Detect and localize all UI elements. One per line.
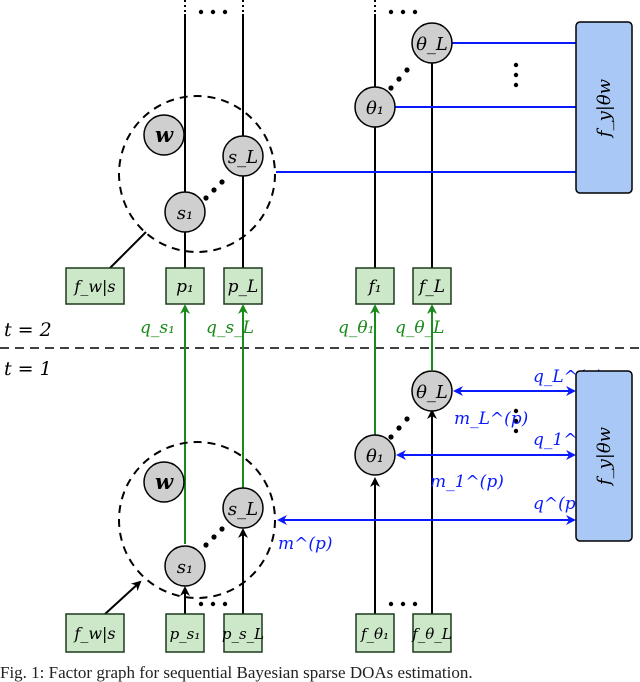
bottom-node-theta1: θ₁: [354, 434, 396, 476]
bottom-factor-fws: f_w|s: [65, 613, 125, 653]
top-factor-fws: f_w|s: [65, 267, 125, 305]
bottom-prior-arrows: [104, 409, 437, 615]
svg-text:θ₁: θ₁: [366, 446, 384, 467]
top-blue-edges: [276, 42, 576, 173]
svg-text:s_L: s_L: [228, 499, 258, 520]
top-ellipsis-dots: [198, 9, 418, 15]
bottom-factor-psL: p_s_L: [222, 613, 264, 653]
svg-text:p_s_L: p_s_L: [222, 625, 264, 643]
bottom-blue-message-arrows: [277, 386, 576, 525]
svg-text:q^(p): q^(p): [533, 494, 582, 514]
bottom-blue-message-labels: q_L^(p) m_L^(p) q_1^(p) m_1^(p) q^(p) m^…: [278, 367, 602, 554]
top-vertical-edges: [184, 14, 433, 270]
svg-text:s_L: s_L: [228, 147, 258, 168]
svg-text:θ₁: θ₁: [366, 98, 384, 119]
bottom-node-s1: s₁: [164, 545, 206, 587]
svg-text:s₁: s₁: [177, 557, 193, 578]
svg-text:f_θ_L: f_θ_L: [411, 625, 452, 643]
svg-text:f_w|s: f_w|s: [73, 624, 115, 643]
top-node-thetaL: θ_L: [411, 22, 453, 64]
bottom-node-w: w: [143, 461, 185, 503]
svg-text:p₁: p₁: [176, 277, 194, 297]
svg-text:q_s_L: q_s_L: [206, 318, 254, 338]
top-diagonal-dots: [203, 67, 410, 201]
top-factor-f1: f₁: [355, 267, 395, 305]
top-group-to-fws-edge: [109, 231, 147, 269]
bottom-blue-ellipsis: [513, 408, 519, 434]
svg-text:q_θ_L: q_θ_L: [395, 318, 444, 338]
bottom-s-group-circle: [118, 441, 276, 599]
bottom-prior-ellipsis: [198, 601, 418, 607]
svg-text:θ_L: θ_L: [416, 382, 448, 403]
svg-text:q_θ₁: q_θ₁: [338, 318, 374, 338]
top-factor-pL: p_L: [223, 267, 263, 305]
top-node-s1: s₁: [164, 191, 206, 233]
top-factor-fL: f_L: [412, 267, 452, 305]
svg-text:f₁: f₁: [366, 277, 381, 297]
svg-text:q_s₁: q_s₁: [140, 318, 175, 338]
bottom-factor-fthL: f_θ_L: [411, 613, 452, 653]
top-node-w: w: [143, 114, 185, 156]
svg-text:p_s₁: p_s₁: [170, 625, 201, 643]
svg-text:p_L: p_L: [228, 277, 259, 297]
top-node-sL: s_L: [222, 135, 264, 177]
svg-text:f_y|θw: f_y|θw: [594, 426, 615, 487]
svg-text:f_θ₁: f_θ₁: [360, 625, 389, 643]
bottom-factor-fth1: f_θ₁: [355, 613, 395, 653]
svg-text:f_L: f_L: [417, 277, 445, 297]
top-observation-factor: f_y|θw: [575, 21, 633, 194]
svg-text:w: w: [155, 122, 174, 147]
svg-text:θ_L: θ_L: [416, 34, 448, 55]
bottom-diagonal-dots: [203, 416, 410, 548]
bottom-observation-factor: f_y|θw: [575, 370, 633, 542]
svg-text:s₁: s₁: [177, 203, 193, 224]
svg-text:f_w|s: f_w|s: [73, 277, 115, 296]
svg-text:m^(p): m^(p): [278, 534, 333, 554]
green-message-arrows: [180, 304, 437, 544]
figure-caption: Fig. 1: Factor graph for sequential Baye…: [0, 664, 473, 682]
svg-text:f_y|θw: f_y|θw: [594, 78, 615, 139]
svg-text:m_L^(p): m_L^(p): [454, 409, 528, 429]
top-s-group-circle: [118, 95, 276, 253]
svg-text:w: w: [155, 469, 174, 494]
time-label-t2: t = 2: [4, 319, 52, 341]
top-node-theta1: θ₁: [354, 86, 396, 128]
time-label-t1: t = 1: [4, 358, 52, 380]
bottom-factor-ps1: p_s₁: [165, 613, 205, 653]
bottom-node-thetaL: θ_L: [411, 370, 453, 412]
bottom-node-sL: s_L: [222, 487, 264, 529]
top-continuation-dots: [184, 0, 376, 14]
svg-text:m_1^(p): m_1^(p): [430, 472, 504, 492]
top-blue-ellipsis: [513, 62, 519, 88]
top-factor-p1: p₁: [165, 267, 205, 305]
